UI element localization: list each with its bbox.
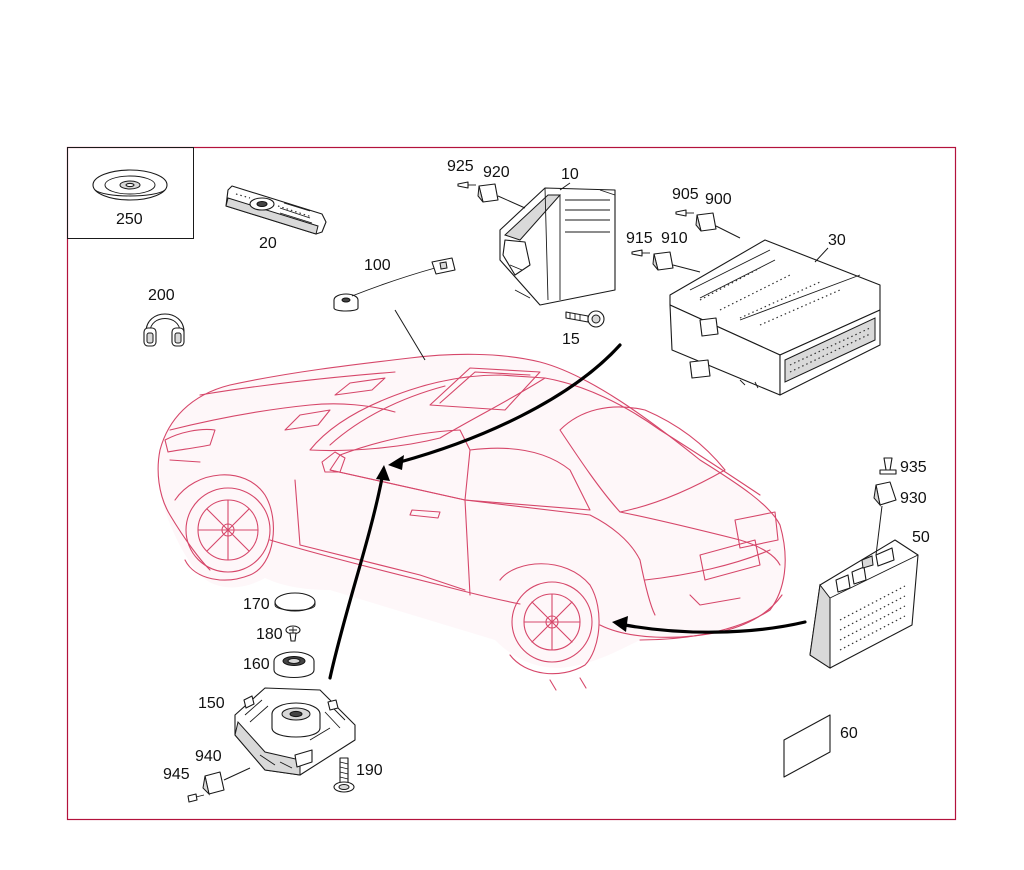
bracket-icon (695, 212, 717, 232)
bracket-icon (873, 481, 897, 507)
label-940: 940 (195, 748, 222, 765)
label-930: 930 (900, 490, 927, 507)
leader-930 (875, 505, 883, 556)
screw-icon (631, 249, 650, 257)
card-icon (783, 714, 831, 778)
screw-icon (675, 209, 694, 217)
label-60: 60 (840, 725, 858, 742)
label-100: 100 (364, 257, 391, 274)
label-15: 15 (562, 331, 580, 348)
label-160: 160 (243, 656, 270, 673)
controller-assembly-icon (234, 687, 356, 776)
label-20: 20 (259, 235, 277, 252)
label-910: 910 (661, 230, 688, 247)
leader-900 (715, 225, 741, 239)
leader-920 (497, 195, 526, 209)
headphones-icon (143, 313, 185, 347)
leader-30 (814, 247, 829, 263)
label-925: 925 (447, 158, 474, 175)
leader-910 (672, 264, 701, 273)
label-30: 30 (828, 232, 846, 249)
bracket-icon (477, 183, 499, 203)
screw-icon (879, 457, 897, 475)
screw-icon (187, 793, 205, 803)
label-170: 170 (243, 596, 270, 613)
bolt-icon (333, 757, 355, 793)
disc-icon (92, 169, 168, 201)
label-250: 250 (116, 211, 143, 228)
microphone-cable-icon (333, 257, 456, 312)
label-10: 10 (561, 166, 579, 183)
installation-arrows (328, 343, 807, 680)
label-50: 50 (912, 529, 930, 546)
leader-940 (223, 767, 251, 781)
label-180: 180 (256, 626, 283, 643)
label-915: 915 (626, 230, 653, 247)
inset-box-250 (67, 147, 194, 239)
car-outline (157, 353, 786, 691)
leader-10 (559, 182, 571, 191)
knob-ring-icon (273, 651, 315, 679)
label-935: 935 (900, 459, 927, 476)
screw-icon (457, 181, 476, 189)
display-unit-icon (499, 187, 616, 306)
cap-icon (274, 592, 316, 612)
label-150: 150 (198, 695, 225, 712)
label-200: 200 (148, 287, 175, 304)
label-920: 920 (483, 164, 510, 181)
screw-icon (285, 625, 301, 642)
label-905: 905 (672, 186, 699, 203)
control-module-icon (809, 539, 919, 669)
leader-100 (394, 309, 426, 361)
label-945: 945 (163, 766, 190, 783)
head-unit-icon (669, 239, 881, 396)
remote-control-icon (225, 185, 327, 235)
label-190: 190 (356, 762, 383, 779)
label-900: 900 (705, 191, 732, 208)
bolt-icon (565, 310, 605, 328)
bracket-icon (652, 251, 674, 271)
bracket-icon (202, 771, 225, 796)
diagram-frame (66, 146, 957, 821)
